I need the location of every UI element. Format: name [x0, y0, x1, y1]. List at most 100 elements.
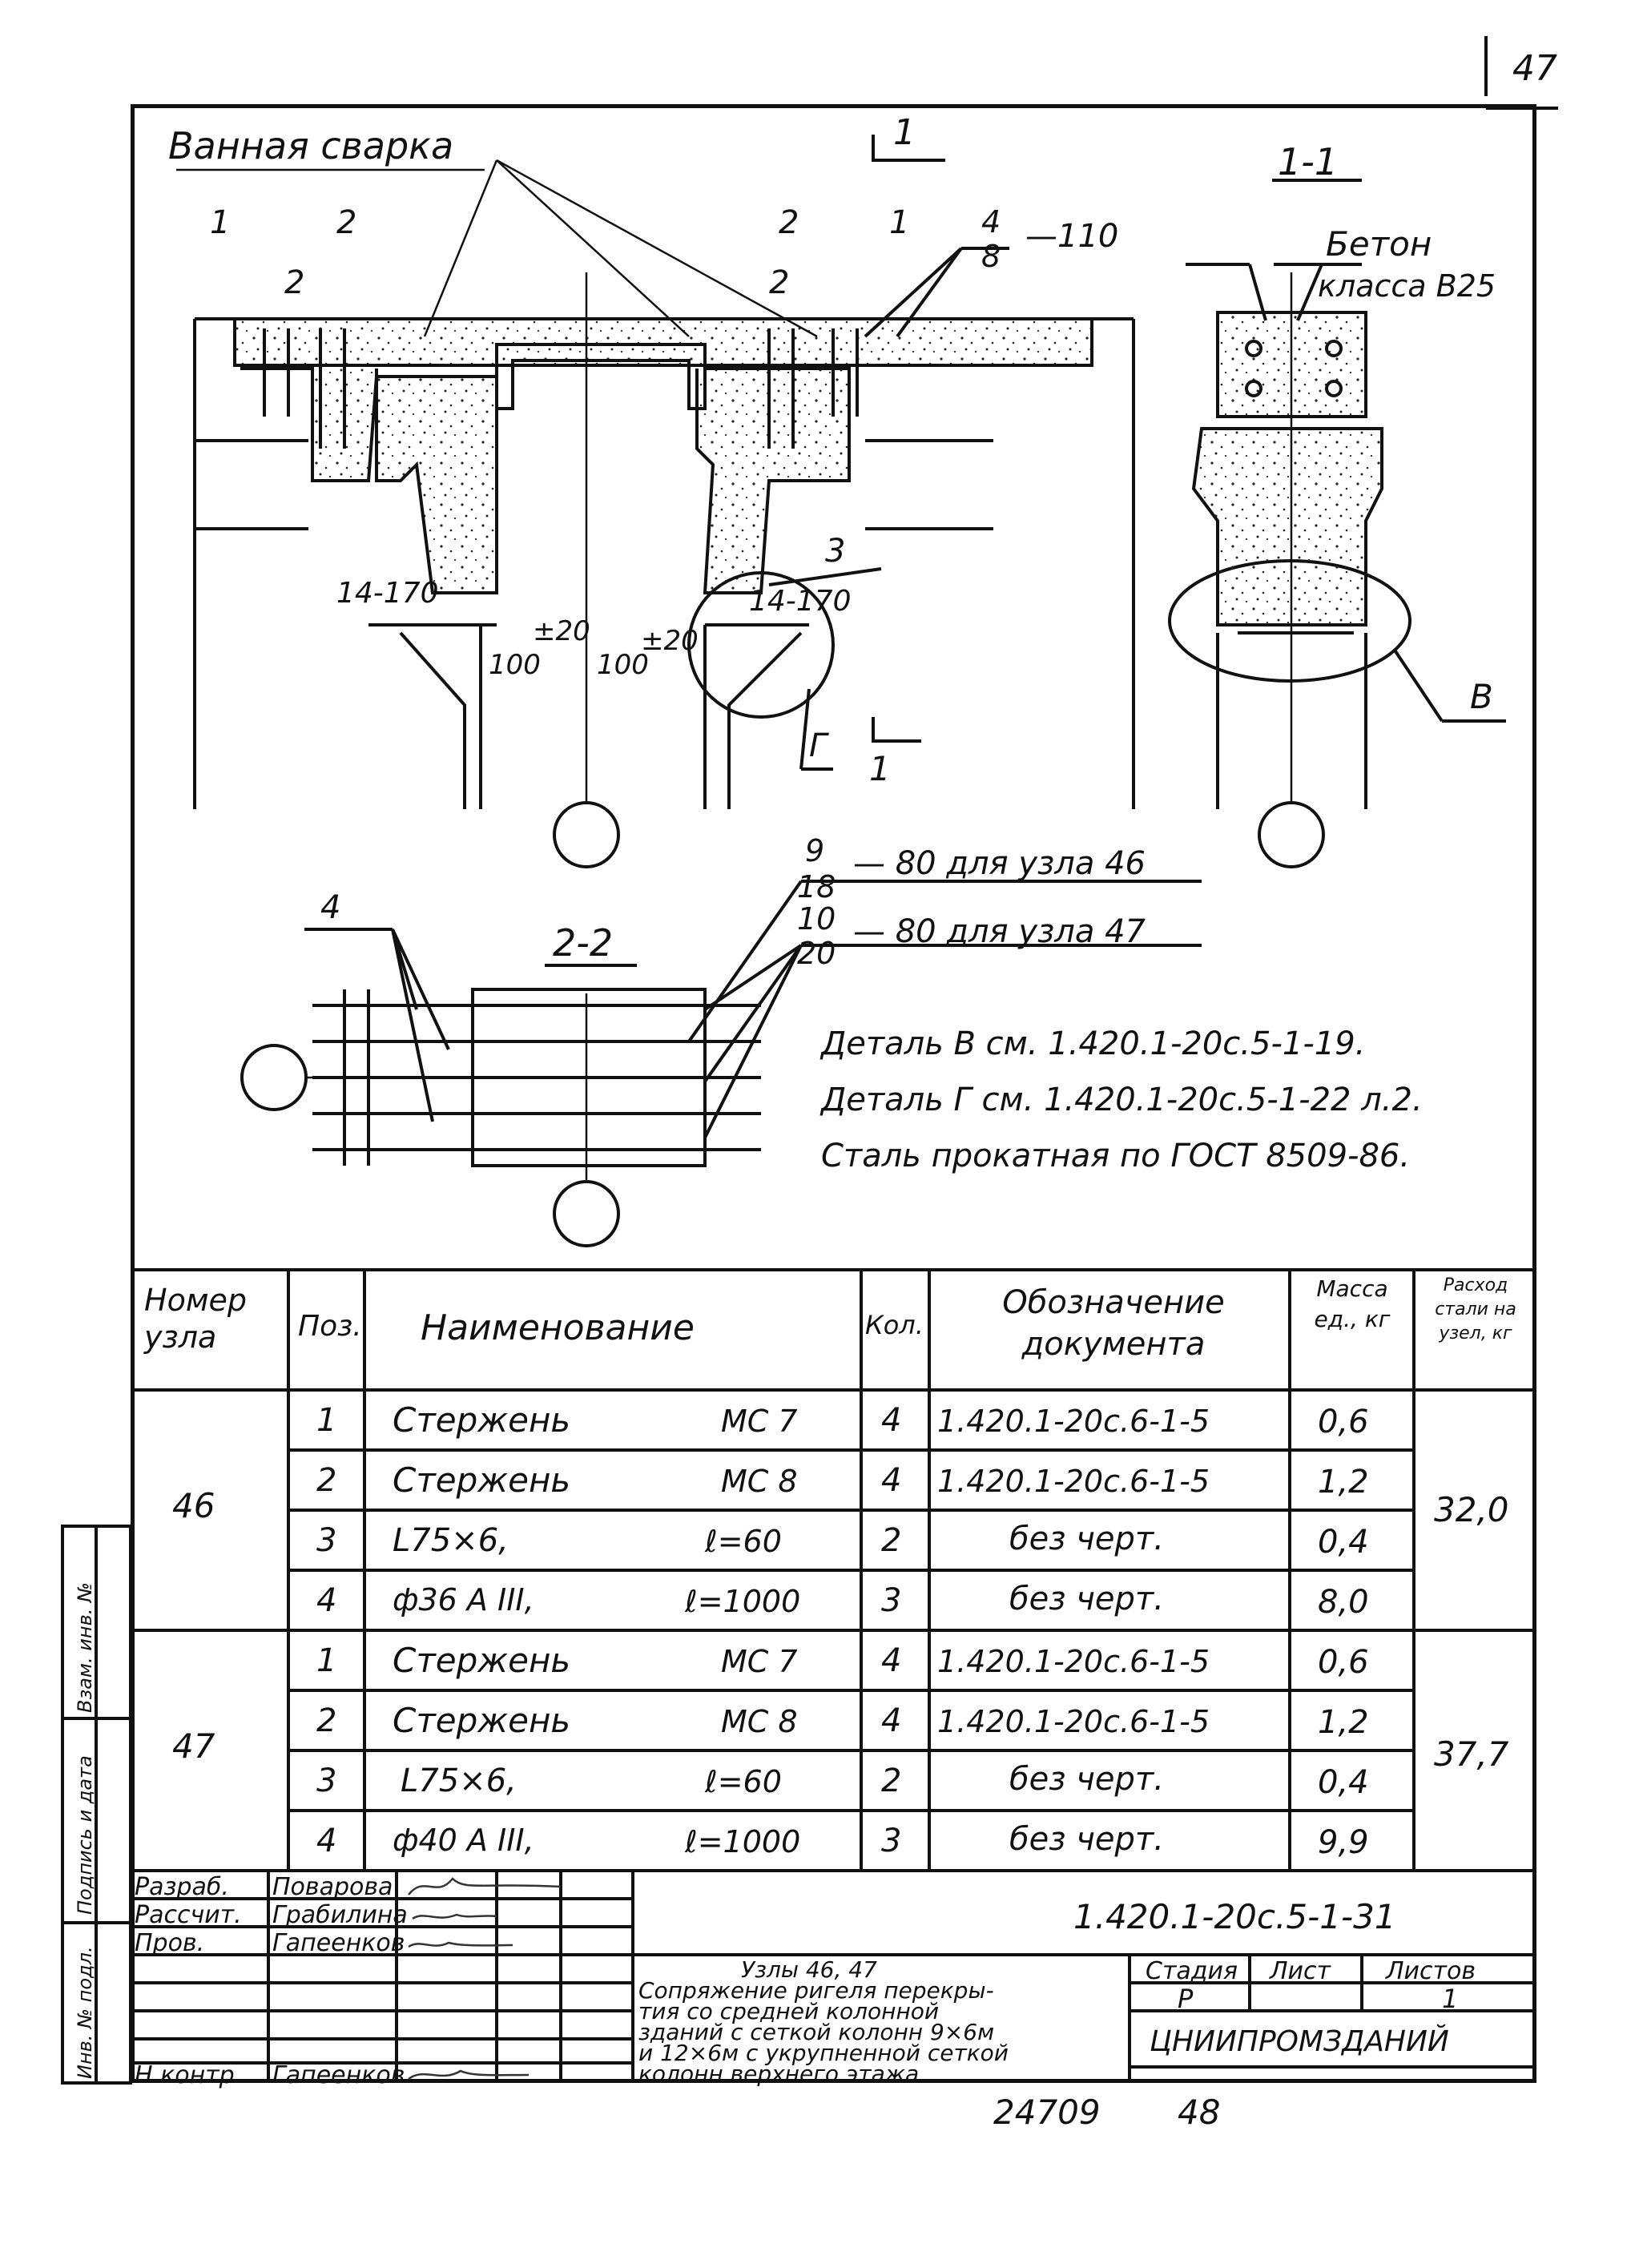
role-checked: Пров.	[135, 1929, 205, 1957]
table-row-47-4-mark: ℓ=1000	[685, 1824, 801, 1859]
table-row-47-4-name: ф40 А III,	[393, 1823, 534, 1858]
table-row-46-3-doc: без черт.	[1009, 1521, 1164, 1557]
total-46: 32,0	[1434, 1490, 1509, 1529]
table-row-47-1-name: Стержень	[393, 1641, 571, 1680]
footer-inventory: 24709	[993, 2093, 1101, 2132]
table-row-46-1-doc: 1.420.1-20с.6-1-5	[937, 1404, 1210, 1439]
table-row-46-2-pos: 2	[316, 1462, 337, 1499]
section-2-title: 2-2	[553, 921, 614, 965]
title-line-3: тия со средней колонной	[638, 1998, 940, 2024]
page-number: 47	[1512, 48, 1557, 89]
side-stamp-inventory: Инв. № подл.	[74, 1946, 96, 2079]
tol-right: ±20	[641, 625, 699, 657]
sheets-label: Листов	[1386, 1957, 1476, 1985]
table-row-47-1-doc: 1.420.1-20с.6-1-5	[937, 1644, 1210, 1679]
section-1-title: 1-1	[1278, 140, 1339, 183]
table-row-47-3-qty: 2	[881, 1762, 902, 1799]
dim-100-left: 100	[489, 649, 541, 681]
table-row-46-4-mark: ℓ=1000	[685, 1584, 801, 1619]
label-g: Г	[809, 727, 828, 764]
table-row-46-1-pos: 1	[316, 1402, 337, 1439]
sheet-label: Лист	[1270, 1957, 1331, 1985]
frac-4-val: —110	[1025, 218, 1119, 255]
stage-label: Стадия	[1146, 1957, 1238, 1985]
note-1: Деталь В см. 1.420.1-20с.5-1-19.	[821, 1025, 1366, 1062]
table-row-46-3-qty: 2	[881, 1522, 902, 1559]
role-calculated: Рассчит.	[135, 1901, 242, 1929]
tol-left: ±20	[533, 615, 590, 647]
table-row-47-4-doc: без черт.	[1009, 1821, 1164, 1858]
table-row-47-3-mark: ℓ=60	[705, 1764, 782, 1799]
table-row-47-4-qty: 3	[881, 1823, 902, 1859]
title-line-1: Узлы 46, 47	[741, 1956, 877, 1983]
title-line-4: зданий с сеткой колонн 9×6м	[638, 2019, 995, 2045]
concrete-label-2: класса В25	[1318, 268, 1496, 304]
header-doc: Обозначение документа	[1002, 1284, 1225, 1363]
table-row-47-4-pos: 4	[316, 1823, 337, 1859]
table-row-46-2-name: Стержень	[393, 1460, 571, 1500]
table-row-46-2-mass: 1,2	[1318, 1464, 1369, 1501]
name-developer: Поварова	[272, 1873, 393, 1901]
drawing-frame	[131, 104, 1536, 2083]
header-qty: Кол.	[865, 1310, 924, 1340]
table-row-47-3-pos: 3	[316, 1762, 337, 1799]
table-row-47-3-mass: 0,4	[1318, 1764, 1369, 1801]
side-stamp-signature: Подпись и дата	[74, 1755, 96, 1915]
table-row-47-2-name: Стержень	[393, 1701, 571, 1740]
frac-10-den: 20	[797, 936, 836, 971]
designation: 1.420.1-20с.5-1-31	[1073, 1897, 1396, 1936]
dim-14-170-right: 14-170	[749, 585, 852, 618]
title-line-5: и 12×6м с укрупненной сеткой	[638, 2040, 1009, 2066]
header-mass: Масса ед., кг	[1314, 1275, 1391, 1332]
table-row-47-2-pos: 2	[316, 1702, 337, 1739]
table-row-46-3-name: L75×6,	[393, 1522, 509, 1559]
table-row-47-2-mark: МС 8	[721, 1704, 798, 1739]
table-row-46-1-name: Стержень	[393, 1400, 571, 1440]
table-row-47-3-name: L75×6,	[401, 1762, 517, 1799]
header-pos: Поз.	[298, 1310, 362, 1343]
dim-100-right: 100	[597, 649, 649, 681]
frac-10-num: 10	[797, 901, 836, 937]
header-consumption: Расход стали на узел, кг	[1435, 1275, 1516, 1343]
table-row-46-4-mass: 8,0	[1318, 1584, 1369, 1621]
table-row-47-2-doc: 1.420.1-20с.6-1-5	[937, 1704, 1210, 1739]
table-row-46-3-pos: 3	[316, 1522, 337, 1559]
table-row-47-1-mark: МС 7	[721, 1644, 798, 1679]
total-47: 37,7	[1434, 1734, 1509, 1774]
table-row-47-3-doc: без черт.	[1009, 1761, 1164, 1798]
pos-label-left-2: 2	[336, 204, 357, 241]
table-row-46-1-mark: МС 7	[721, 1404, 798, 1439]
concrete-label-1: Бетон	[1326, 224, 1432, 264]
frac-9-num: 9	[805, 833, 825, 868]
label-v: В	[1470, 677, 1493, 716]
pos-label-right-1: 2	[779, 204, 799, 241]
organization: ЦНИИПРОМЗДАНИЙ	[1150, 2025, 1449, 2058]
role-norm-control: Н.контр.	[135, 2061, 243, 2089]
weld-label: Ванная сварка	[168, 124, 454, 167]
table-row-47-2-qty: 4	[881, 1702, 902, 1739]
table-row-46-4-qty: 3	[881, 1582, 902, 1619]
table-row-47-4-mass: 9,9	[1318, 1824, 1369, 1861]
table-row-46-3-mark: ℓ=60	[705, 1524, 782, 1559]
pos-label-left-1: 1	[210, 204, 231, 241]
table-row-46-2-qty: 4	[881, 1462, 902, 1499]
dim-14-170-left: 14-170	[336, 577, 439, 610]
table-row-46-4-pos: 4	[316, 1582, 337, 1619]
table-row-47-2-mass: 1,2	[1318, 1704, 1369, 1741]
table-row-46-4-doc: без черт.	[1009, 1581, 1164, 1617]
frac-4-den: 8	[981, 239, 1001, 274]
table-row-46-1-mass: 0,6	[1318, 1404, 1369, 1440]
stage-value: Р	[1178, 1984, 1194, 2014]
name-checked: Гапеенков	[272, 1929, 405, 1957]
table-row-46-2-mark: МС 8	[721, 1464, 798, 1499]
frac-4-num: 4	[981, 204, 1001, 240]
footer-format: 48	[1178, 2093, 1221, 2132]
name-calculated: Грабилина	[272, 1901, 408, 1929]
sheets-value: 1	[1442, 1984, 1459, 2014]
label-3: 3	[825, 533, 846, 570]
note-2: Деталь Г см. 1.420.1-20с.5-1-22 л.2.	[821, 1082, 1423, 1118]
